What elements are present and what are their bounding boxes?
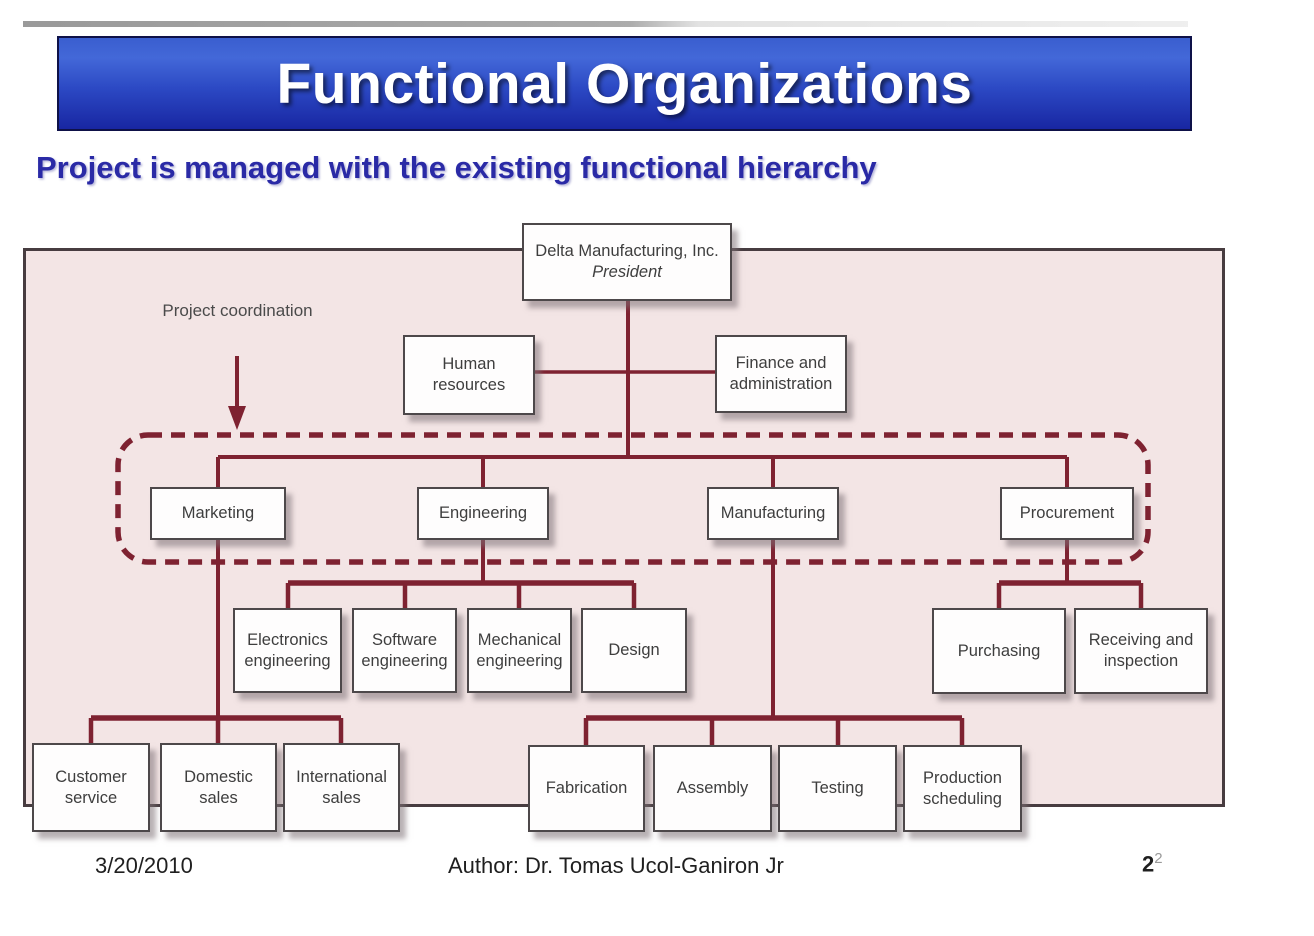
title-banner: Functional Organizations [57, 36, 1192, 131]
node-president: Delta Manufacturing, Inc. President [522, 223, 732, 301]
node-software-engineering: Software engineering [352, 608, 457, 693]
node-marketing: Marketing [150, 487, 286, 540]
node-engineering: Engineering [417, 487, 549, 540]
footer-page-number: 22 [1142, 850, 1163, 877]
company-name: Delta Manufacturing, Inc. [535, 242, 719, 261]
node-receiving-inspection: Receiving and inspection [1074, 608, 1208, 694]
project-coordination-label: Project coordination [162, 301, 313, 320]
footer-date: 3/20/2010 [95, 853, 193, 878]
node-design: Design [581, 608, 687, 693]
node-human-resources: Human resources [403, 335, 535, 415]
footer-author: Author: Dr. Tomas Ucol-Ganiron Jr [448, 853, 784, 878]
node-assembly: Assembly [653, 745, 772, 832]
node-electronics-engineering: Electronics engineering [233, 608, 342, 693]
node-international-sales: International sales [283, 743, 400, 832]
node-fabrication: Fabrication [528, 745, 645, 832]
node-manufacturing: Manufacturing [707, 487, 839, 540]
node-procurement: Procurement [1000, 487, 1134, 540]
node-production-scheduling: Production scheduling [903, 745, 1022, 832]
node-domestic-sales: Domestic sales [160, 743, 277, 832]
page-number-superscript: 2 [1154, 850, 1163, 867]
node-testing: Testing [778, 745, 897, 832]
node-purchasing: Purchasing [932, 608, 1066, 694]
slide-title: Functional Organizations [276, 51, 973, 116]
decorative-strip [23, 21, 1188, 27]
node-mechanical-engineering: Mechanical engineering [467, 608, 572, 693]
slide-subtitle: Project is managed with the existing fun… [36, 150, 877, 185]
node-finance-administration: Finance and administration [715, 335, 847, 413]
page-number: 2 [1142, 851, 1155, 877]
president-role: President [592, 263, 662, 281]
node-customer-service: Customer service [32, 743, 150, 832]
